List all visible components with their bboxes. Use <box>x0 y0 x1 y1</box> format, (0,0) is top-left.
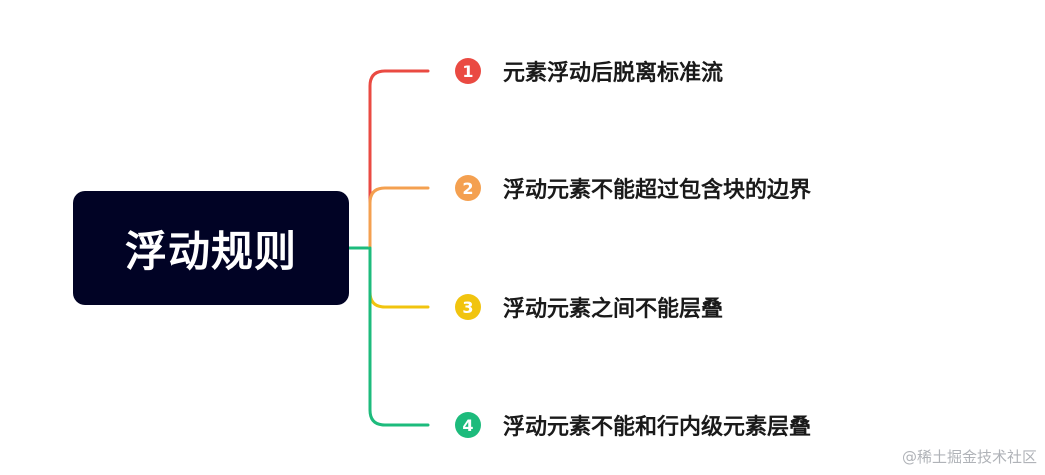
branch-text-2: 浮动元素不能超过包含块的边界 <box>503 178 812 203</box>
connector-branch-2 <box>368 186 430 250</box>
branch-node-4[interactable]: 4 浮动元素不能和行内级元素层叠 <box>455 410 811 440</box>
branch-text-3: 浮动元素之间不能层叠 <box>503 297 724 322</box>
number-badge-2: 2 <box>455 175 481 201</box>
watermark: @稀土掘金技术社区 <box>901 448 1037 466</box>
branch-node-2[interactable]: 2 浮动元素不能超过包含块的边界 <box>455 173 811 203</box>
connector-branch-3 <box>368 246 430 309</box>
branch-text-1: 元素浮动后脱离标准流 <box>503 61 724 86</box>
connector-branch-4 <box>368 246 430 427</box>
branch-node-1[interactable]: 1 元素浮动后脱离标准流 <box>455 56 723 86</box>
branch-text-4: 浮动元素不能和行内级元素层叠 <box>503 415 812 440</box>
branch-node-3[interactable]: 3 浮动元素之间不能层叠 <box>455 292 723 322</box>
number-badge-4: 4 <box>455 412 481 438</box>
connector-branch-1 <box>368 69 430 250</box>
number-badge-1: 1 <box>455 58 481 84</box>
root-node[interactable]: 浮动规则 <box>73 191 349 305</box>
root-title: 浮动规则 <box>124 226 297 276</box>
number-badge-3: 3 <box>455 294 481 320</box>
